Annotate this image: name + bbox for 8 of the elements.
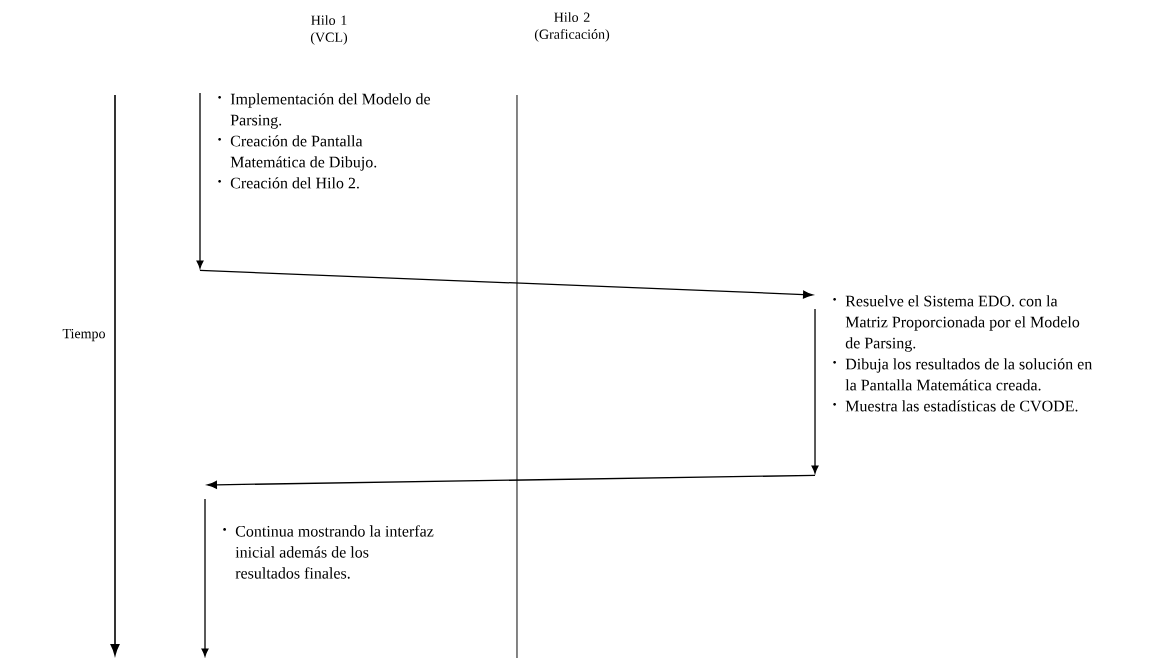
axis-label: Tiempo (62, 328, 105, 342)
arrow (199, 269, 813, 299)
thread-heading: Hilo 2 (Graficación) (534, 12, 610, 42)
arrow (207, 474, 816, 489)
thread-heading: Hilo 1 (VCL) (310, 15, 348, 45)
activity-note: Resuelve el Sistema EDO. con la Matriz Proporcionada por el Modelo de Parsing. Dibuja los resultados de la solución en la Pantalla Matemática creada. Muestra las estadísticas de CVODE. (833, 295, 1093, 412)
activity-note: Continua mostrando la interfaz inicial además de los resultados finales. (223, 525, 434, 579)
activity-note: Implementación del Modelo de Parsing. Creación de Pantalla Matemática de Dibujo. Creación del Hilo 2. (218, 93, 431, 189)
